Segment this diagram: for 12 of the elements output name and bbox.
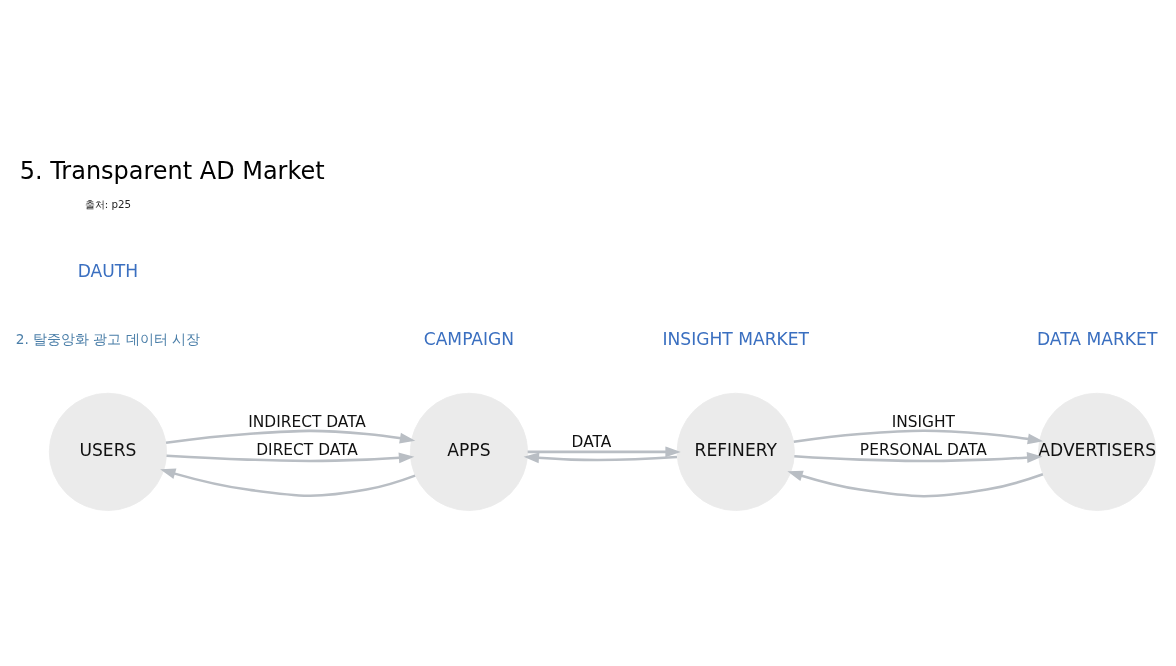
label: 출처: p25	[84, 197, 132, 210]
label: CAMPAIGN	[423, 328, 515, 349]
label: DAUTH	[77, 260, 139, 281]
edge-label: INDIRECT DATA	[248, 412, 366, 431]
label: 2. 탈중앙화 광고 데이터 시장	[15, 330, 201, 347]
label: DATA MARKET	[1036, 328, 1158, 349]
edge-label: INSIGHT	[891, 412, 955, 431]
edge-label: DATA	[571, 432, 612, 451]
edge-label: DIRECT DATA	[256, 440, 358, 459]
diagram-title: 5. Transparent AD Market	[19, 156, 325, 185]
label: INSIGHT MARKET	[662, 328, 810, 349]
edge-label: PERSONAL DATA	[859, 440, 987, 459]
